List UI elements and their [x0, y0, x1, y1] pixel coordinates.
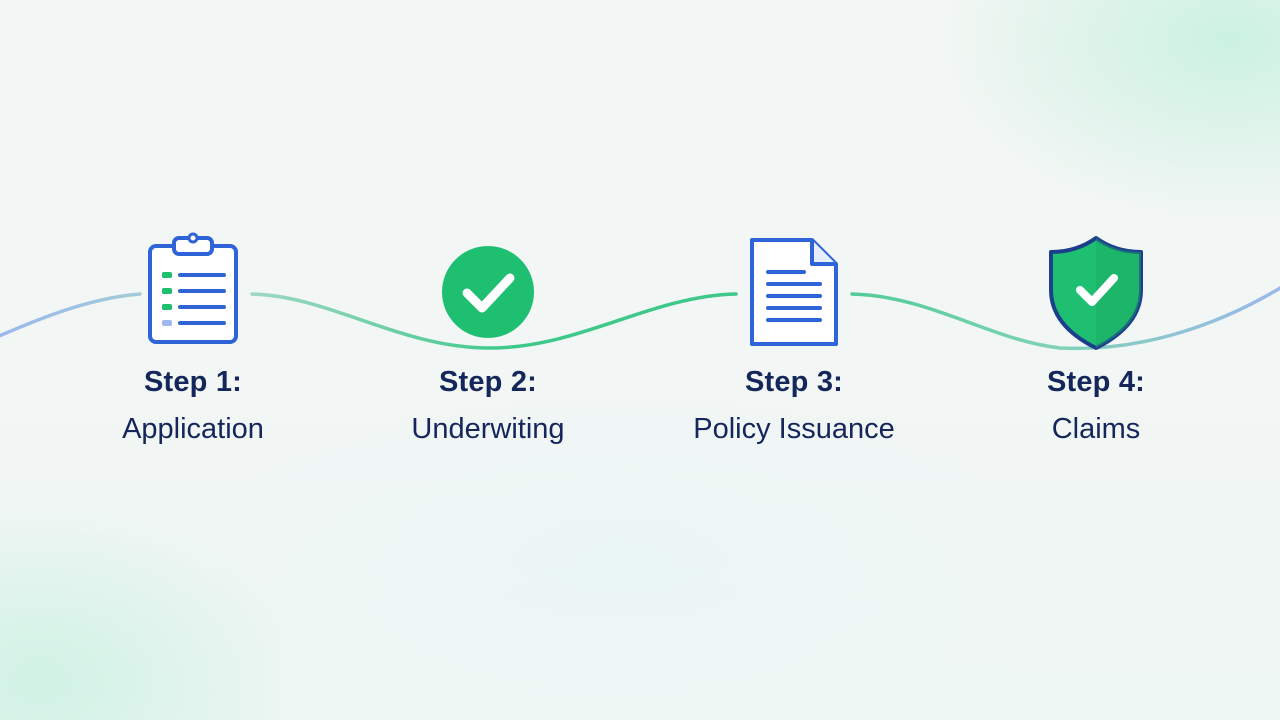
- step-1-number: Step 1:: [143, 366, 243, 398]
- step-2-label: Underwiting: [411, 413, 565, 445]
- step-4: Step 4: Claims: [966, 232, 1226, 446]
- step-3-label: Policy Issuance: [693, 413, 895, 445]
- step-3: Step 3: Policy Issuance: [664, 232, 924, 446]
- checkmark-circle-icon: [438, 232, 538, 354]
- step-4-number: Step 4:: [1046, 366, 1146, 398]
- document-icon: [744, 232, 844, 354]
- step-2: Step 2: Underwiting: [358, 232, 618, 446]
- step-1: Step 1: Application: [63, 232, 323, 446]
- step-4-label: Claims: [1051, 413, 1141, 445]
- step-1-label: Application: [122, 413, 264, 445]
- step-3-number: Step 3:: [744, 366, 844, 398]
- clipboard-icon: [143, 232, 243, 354]
- step-2-number: Step 2:: [438, 366, 538, 398]
- shield-check-icon: [1046, 232, 1146, 354]
